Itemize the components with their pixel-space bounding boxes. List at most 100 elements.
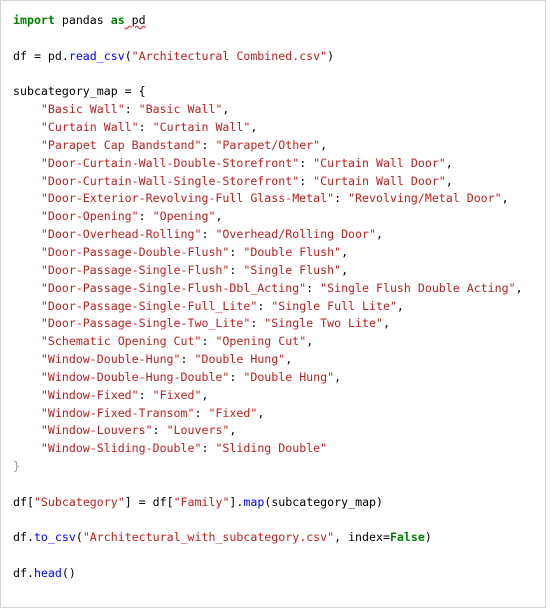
map-key: "Door-Curtain-Wall-Single-Storefront" [40,173,300,188]
map-entry: "Window-Double-Hung-Double": "Double Hun… [40,369,342,384]
map-decl-line: subcategory_map = { [13,83,545,101]
map-value: "Overhead/Rolling Door" [215,227,376,242]
map-key: "Window-Double-Hung" [40,352,181,367]
map-value: "Single Full Lite" [271,298,397,313]
code-token: ) [327,48,335,63]
function-name: to_csv [33,530,76,545]
map-entry: "Door-Exterior-Revolving-Full Glass-Meta… [40,191,509,206]
blank-line [13,30,545,48]
map-entry: "Parapet Cap Bandstand": "Parapet/Other"… [40,137,328,152]
blank-line [13,66,545,84]
code-token: ( [124,48,132,63]
code-token: ) [424,530,432,545]
map-close-line: } [13,458,545,476]
map-key: "Schematic Opening Cut" [40,334,202,349]
function-name: read_csv [68,48,125,63]
map-value: "Curtain Wall Door" [313,173,446,188]
map-entry: "Door-Passage-Single-Two_Lite": "Single … [40,316,390,331]
map-key: "Window-Fixed" [40,387,139,402]
code-token: (subcategory_map) [264,494,384,509]
map-value: "Opening" [152,209,216,224]
alias-name: pd [124,13,146,27]
function-name: map [243,494,265,509]
map-entry: "Door-Curtain-Wall-Double-Storefront": "… [40,155,453,170]
map-key: "Door-Passage-Double-Flush" [40,244,230,259]
map-key: "Door-Curtain-Wall-Double-Storefront" [40,155,300,170]
map-key: "Basic Wall" [40,102,125,117]
map-key: "Door-Passage-Single-Flush-Dbl_Acting" [40,280,307,295]
map-entry: "Curtain Wall": "Curtain Wall", [40,120,258,135]
map-key: "Door-Overhead-Rolling" [40,227,202,242]
string-literal: "Family" [173,494,230,509]
code-editor[interactable]: import pandas as pd df = pd.read_csv("Ar… [13,12,545,583]
dict-open: subcategory_map = { [13,84,146,99]
keyword-import: import [13,13,55,27]
function-name: head [33,566,62,581]
dict-close: } [13,459,20,474]
map-value: "Single Flush" [243,262,342,277]
map-value: "Opening Cut" [215,334,307,349]
map-value: "Basic Wall" [138,102,223,117]
map-value: "Double Hung" [243,369,335,384]
map-value: "Fixed" [152,387,202,402]
code-token: df = pd. [13,48,69,63]
map-entry: "Door-Opening": "Opening", [40,209,223,224]
code-token: df. [13,530,34,545]
map-value: "Double Hung" [194,352,286,367]
map-key: "Door-Passage-Single-Full_Lite" [40,298,258,313]
string-literal: "Architectural_with_subcategory.csv" [82,530,335,545]
keyword-false: False [389,530,425,545]
map-value: "Revolving/Metal Door" [348,191,502,206]
import-line: import pandas as pd [13,12,545,30]
map-entry: "Door-Overhead-Rolling": "Overhead/Rolli… [40,227,383,242]
map-entry: "Window-Double-Hung": "Double Hung", [40,352,293,367]
map-entry: "Door-Passage-Single-Full_Lite": "Single… [40,298,404,313]
code-token: ( [75,530,83,545]
map-entry: "Door-Curtain-Wall-Single-Storefront": "… [40,173,453,188]
map-entry: "Door-Passage-Single-Flush": "Single Flu… [40,262,349,277]
map-value: "Single Two Lite" [264,316,383,331]
module-name: pandas [54,13,111,27]
map-entry: "Schematic Opening Cut": "Opening Cut", [40,334,314,349]
to-csv-line: df.to_csv("Architectural_with_subcategor… [13,529,545,547]
code-token: df[ [13,494,34,509]
string-literal: "Subcategory" [33,494,125,509]
map-entry: "Basic Wall": "Basic Wall", [40,102,230,117]
map-key: "Window-Louvers" [40,423,153,438]
map-key: "Parapet Cap Bandstand" [40,137,202,152]
blank-line [13,547,545,565]
string-literal: "Architectural Combined.csv" [131,48,328,63]
map-value: "Louvers" [166,423,230,438]
code-token: df. [13,566,34,581]
map-key: "Door-Passage-Single-Two_Lite" [40,316,251,331]
map-value: "Single Flush Double Acting" [320,280,516,295]
map-key: "Door-Passage-Single-Flush" [40,262,230,277]
map-apply-line: df["Subcategory"] = df["Family"].map(sub… [13,494,545,512]
map-entry: "Window-Fixed": "Fixed", [40,387,209,402]
map-entry: "Window-Louvers": "Louvers", [40,423,237,438]
blank-line [13,476,545,494]
map-value: "Curtain Wall" [152,120,251,135]
keyword-as: as [110,13,125,27]
map-value: "Fixed" [208,405,258,420]
map-key: "Door-Exterior-Revolving-Full Glass-Meta… [40,191,335,206]
map-key: "Door-Opening" [40,209,139,224]
map-key: "Curtain Wall" [40,120,139,135]
code-token: ] = df[ [124,494,174,509]
head-line: df.head() [13,565,545,583]
map-key: "Window-Double-Hung-Double" [40,369,230,384]
map-value: "Double Flush" [243,244,342,259]
code-token: ]. [229,494,244,509]
blank-line [13,512,545,530]
read-csv-line: df = pd.read_csv("Architectural Combined… [13,48,545,66]
map-entry: "Door-Passage-Single-Flush-Dbl_Acting": … [40,280,523,295]
map-entry: "Window-Fixed-Transom": "Fixed", [40,405,265,420]
map-value: "Curtain Wall Door" [313,155,446,170]
map-key: "Window-Sliding-Double" [40,441,202,456]
map-value: "Sliding Double" [215,441,328,456]
code-token: , index= [334,530,390,545]
code-token: () [61,566,76,581]
map-value: "Parapet/Other" [215,137,321,152]
map-entry: "Door-Passage-Double-Flush": "Double Flu… [40,244,349,259]
